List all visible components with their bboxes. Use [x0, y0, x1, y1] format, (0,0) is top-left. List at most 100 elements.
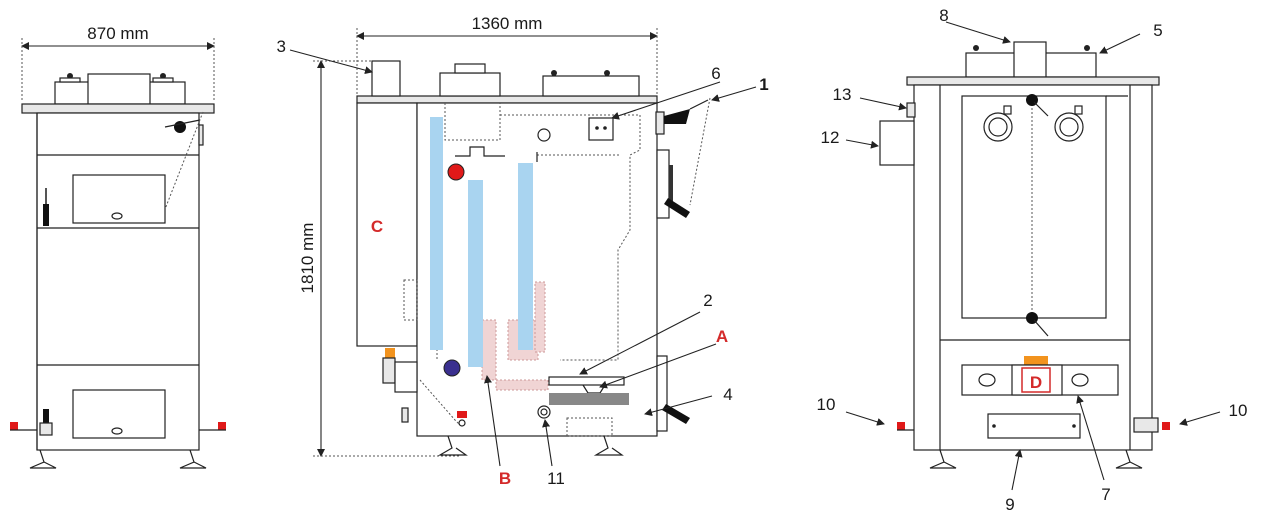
screw-icon [1072, 424, 1076, 428]
callout-6: 6 [711, 64, 720, 83]
thermostat-lever [164, 119, 201, 128]
callout-2: 2 [703, 291, 712, 310]
rear-drain-right-body [1133, 417, 1159, 433]
pink-zone-1 [481, 319, 497, 381]
callout-13-arrow [859, 97, 907, 111]
drain-stub [401, 407, 409, 423]
drain-valve-side-ring [458, 419, 466, 427]
callout-13: 13 [833, 85, 852, 104]
upper-door-hinge [45, 188, 47, 204]
ash-door [72, 389, 166, 439]
side-fitting [198, 124, 204, 146]
ash-door-peephole [111, 427, 123, 435]
rear-flue [1013, 41, 1047, 78]
inner-outline-combustion [500, 114, 641, 361]
side-section-view: 1360 mm 1810 mm C [277, 14, 769, 488]
callout-9: 9 [1005, 495, 1014, 514]
front-view: 870 mm [10, 24, 226, 469]
regulator-chain [689, 97, 711, 206]
callout-1: 1 [759, 75, 768, 94]
upper-door-hinge-side [669, 165, 673, 205]
rear-opening-right-icon [1054, 112, 1084, 142]
callout-10-right-arrow [1179, 411, 1221, 426]
pink-zone-4 [495, 379, 549, 391]
wing-nut-icon [1084, 45, 1090, 51]
callout-5-arrow [1099, 33, 1141, 54]
regulator-lever-icon [664, 109, 690, 124]
d-unit-label-box [1021, 367, 1051, 393]
callout-10-right: 10 [1229, 401, 1248, 420]
rear-drain-left-icon [897, 422, 905, 430]
callout-10-left: 10 [817, 395, 836, 414]
callout-5: 5 [1153, 21, 1162, 40]
rear-opening-left-inner [988, 117, 1008, 137]
water-channel-1 [430, 117, 443, 350]
callout-3-arrow [289, 49, 373, 75]
top-collar-1 [439, 72, 501, 97]
callout-7-arrow [1076, 395, 1105, 481]
foot-left [29, 449, 57, 469]
callout-12-arrow [845, 139, 879, 149]
drain-valve-left-icon [10, 422, 18, 430]
rear-drain-right-icon [1162, 422, 1170, 430]
drain-valve-side-icon [457, 411, 467, 418]
lower-door-handle-side [662, 404, 690, 424]
side-width-dimension-label: 1360 mm [472, 14, 543, 33]
rear-view: D 8 5 13 12 10 10 7 9 [817, 6, 1248, 514]
sensor-port-icon [537, 128, 551, 142]
wing-bar [152, 77, 174, 83]
callout-3: 3 [277, 37, 286, 56]
side-fitting-13 [906, 102, 916, 118]
ash-door-handle [43, 409, 49, 431]
socket-6-icon [588, 117, 614, 141]
water-channel-2 [468, 180, 483, 367]
rear-bottom-plate [987, 413, 1081, 439]
wing-bar [59, 77, 81, 83]
inner-outline-top [444, 103, 501, 141]
ash-door-latch [39, 422, 53, 436]
upper-door [72, 174, 166, 224]
hot-water-outlet-icon [447, 163, 465, 181]
d-port-right-icon [1071, 373, 1089, 387]
d-unit-top-icon [1024, 356, 1048, 365]
lever-mount [655, 111, 665, 135]
side-top-plate [356, 95, 658, 104]
letter-b: B [499, 469, 511, 488]
upper-door-handle [43, 204, 49, 226]
callout-1-arrow [711, 86, 757, 102]
letter-c: C [371, 217, 383, 236]
rear-opening-right-inner [1059, 117, 1079, 137]
rear-opening-left-icon [983, 112, 1013, 142]
orange-fitting-icon [385, 348, 395, 358]
pink-zone-3 [534, 281, 546, 353]
water-channel-3 [518, 163, 533, 350]
rear-foot-left [929, 449, 957, 469]
rear-foot-right [1115, 449, 1143, 469]
foot-right [179, 449, 207, 469]
fan-housing [394, 361, 418, 393]
side-foot-right [593, 435, 624, 456]
cleanout-port-inner [540, 408, 548, 416]
screw-icon [992, 424, 996, 428]
regulator-arm [689, 99, 709, 110]
grate-plate [548, 376, 625, 386]
panel-knob-bottom-lever [1033, 319, 1049, 337]
callout-8-arrow [945, 21, 1011, 44]
cleanout-port-icon [537, 405, 551, 419]
side-foot-left [437, 435, 468, 456]
drain-valve-right-icon [218, 422, 226, 430]
wing-nut-icon [551, 70, 557, 76]
callout-10-left-arrow [845, 411, 885, 426]
d-port-left-icon [978, 373, 996, 387]
width-dimension-label: 870 mm [87, 24, 148, 43]
callout-11-arrow [542, 419, 553, 467]
callout-12: 12 [821, 128, 840, 147]
flue-outlet-side [371, 60, 401, 97]
callout-4-arrow [644, 395, 713, 417]
callout-8: 8 [939, 6, 948, 25]
wing-nut-icon [604, 70, 610, 76]
callout-7: 7 [1101, 485, 1110, 504]
rear-opening-right-tab [1074, 105, 1083, 115]
